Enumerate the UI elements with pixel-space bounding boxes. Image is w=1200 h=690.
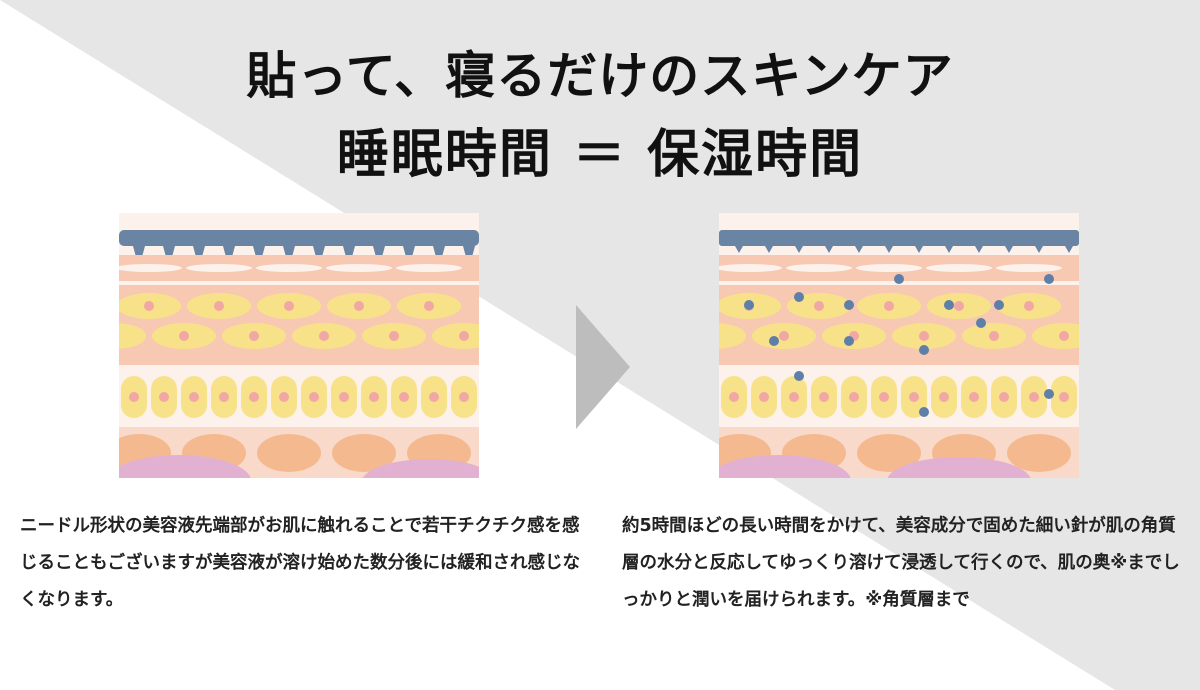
dissolved-patch [719, 230, 1079, 246]
microneedle-patch [119, 230, 479, 246]
before-caption: ニードル形状の美容液先端部がお肌に触れることで若干チクチク感を感じることもござい… [20, 516, 580, 610]
chevron-right-icon [576, 305, 630, 429]
headline-line1: 貼って、寝るだけのスキンケア [246, 46, 954, 105]
skin-diagram-after [719, 213, 1079, 478]
after-caption: 約5時間ほどの長い時間をかけて、美容成分で固めた細い針が肌の角質層の水分と反応し… [622, 516, 1180, 610]
skin-diagram-before [119, 213, 479, 478]
headline-line2: 睡眠時間 ＝ 保湿時間 [336, 124, 864, 185]
absorbed-ingredient-dots [744, 274, 1054, 417]
